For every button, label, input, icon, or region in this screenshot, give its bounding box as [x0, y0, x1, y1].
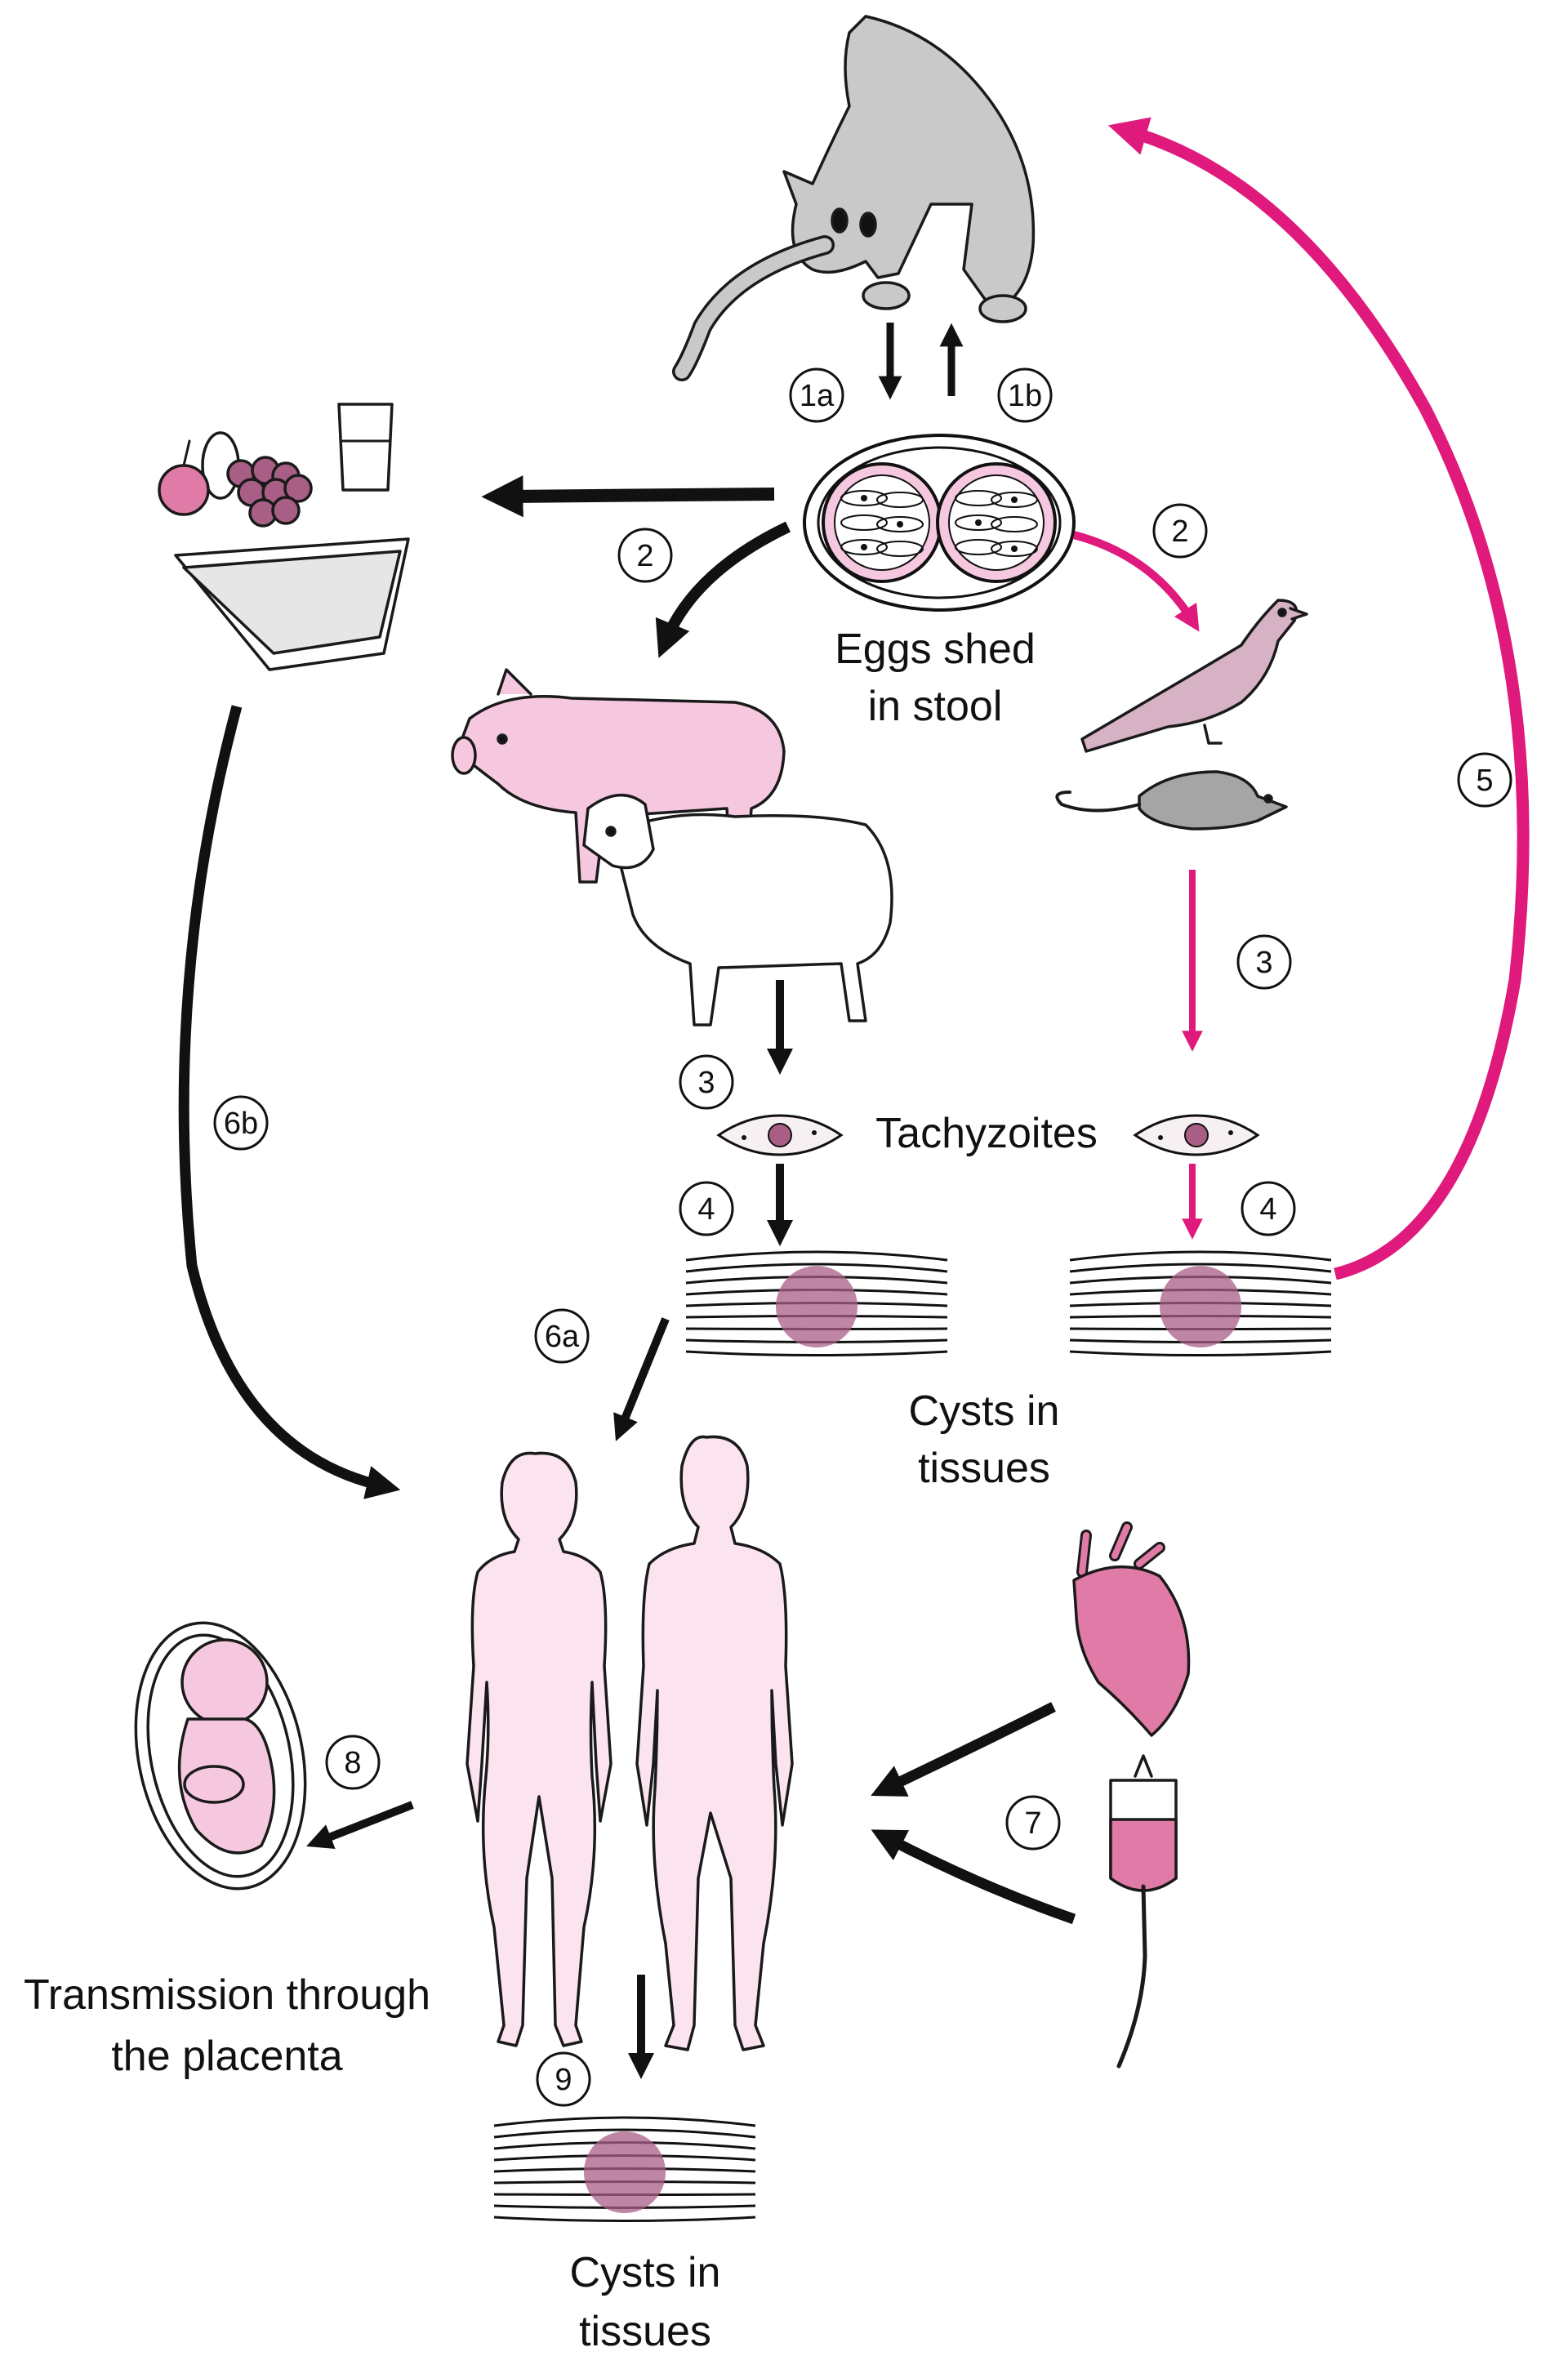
svg-text:5: 5 — [1476, 764, 1493, 798]
step-marker-5: 5 — [1457, 752, 1512, 808]
svg-text:4: 4 — [697, 1192, 715, 1227]
cysts-label-line2: tissues — [918, 1445, 1050, 1492]
step-marker-2-right: 2 — [1152, 503, 1208, 559]
step-marker-1a: 1a — [789, 367, 844, 423]
step-marker-3-right: 3 — [1236, 934, 1292, 990]
rat-icon — [1055, 770, 1288, 831]
arrow-oocyst-to-food — [481, 475, 775, 518]
eggs-label-line2: in stool — [868, 683, 1003, 730]
svg-text:8: 8 — [344, 1746, 361, 1780]
arrow-cyst-to-cat — [1107, 117, 1530, 1280]
cysts-label-line1: Cysts in — [909, 1387, 1060, 1435]
svg-text:6a: 6a — [545, 1320, 580, 1354]
step-marker-2-left: 2 — [617, 528, 673, 583]
step-marker-7: 7 — [1005, 1795, 1061, 1851]
step-marker-8: 8 — [325, 1735, 381, 1790]
cysts-bottom-label-line1: Cysts in — [570, 2249, 721, 2296]
svg-text:1a: 1a — [800, 379, 835, 413]
svg-text:1b: 1b — [1008, 379, 1042, 413]
muscle-cyst-icon — [1068, 1250, 1333, 1356]
svg-text:6b: 6b — [224, 1107, 258, 1141]
male-body-icon — [635, 1435, 794, 2051]
cysts-bottom-label-line2: tissues — [579, 2308, 711, 2355]
step-marker-9: 9 — [536, 2051, 591, 2107]
blood-bag-icon — [1109, 1754, 1178, 2069]
svg-text:3: 3 — [1255, 946, 1272, 980]
svg-text:9: 9 — [555, 2063, 572, 2097]
step-marker-4-right: 4 — [1241, 1181, 1296, 1236]
placenta-label-line2: the placenta — [111, 2033, 342, 2080]
step-marker-4-left: 4 — [679, 1181, 734, 1236]
arrow-bag-to-human — [871, 1829, 1076, 1925]
svg-text:2: 2 — [1171, 514, 1188, 549]
step-marker-3-left: 3 — [679, 1054, 734, 1110]
arrow-food-to-human — [178, 705, 401, 1499]
step-marker-1b: 1b — [997, 367, 1053, 423]
female-body-icon — [466, 1451, 612, 2047]
arrow-oocyst-to-bird — [1072, 531, 1200, 632]
arrow-human-to-fetus — [306, 1801, 414, 1850]
heart-icon — [1072, 1521, 1191, 1737]
svg-text:2: 2 — [636, 539, 653, 573]
arrow-heart-to-human — [871, 1702, 1056, 1797]
pig-icon — [451, 668, 786, 884]
step-marker-6a: 6a — [534, 1308, 590, 1364]
food-water-litter-icon — [158, 403, 410, 671]
oocyst-icon — [803, 434, 1076, 612]
svg-text:4: 4 — [1259, 1192, 1276, 1227]
arrow-cyst-to-human — [613, 1317, 670, 1441]
arrow-oocyst-to-livestock — [655, 521, 791, 658]
muscle-cyst-icon — [492, 2116, 757, 2222]
tachyzoite-icon — [717, 1114, 843, 1156]
cat-icon — [672, 15, 1036, 381]
muscle-cyst-icon — [684, 1250, 949, 1356]
eggs-label-line1: Eggs shed — [835, 626, 1036, 673]
svg-text:7: 7 — [1024, 1806, 1041, 1841]
svg-text:3: 3 — [697, 1066, 715, 1100]
bird-icon — [1080, 599, 1308, 753]
step-marker-6b: 6b — [213, 1095, 269, 1151]
fetus-icon — [134, 1621, 307, 1891]
tachyzoite-icon — [1134, 1114, 1259, 1156]
sheep-icon — [582, 794, 893, 1027]
tachyzoites-label: Tachyzoites — [875, 1110, 1098, 1157]
placenta-label-line1: Transmission through — [24, 1971, 430, 2019]
